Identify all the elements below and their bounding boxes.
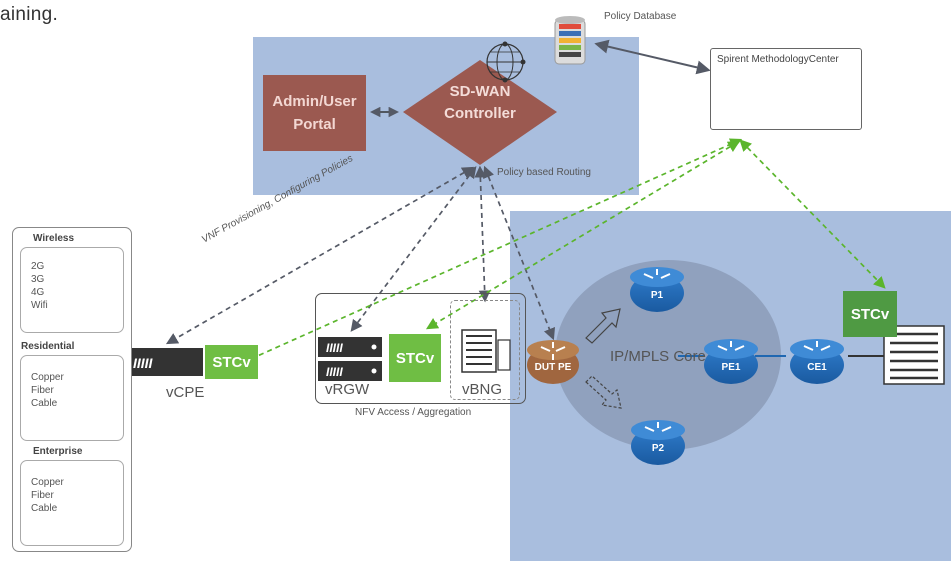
portal-line2: Portal [293,116,336,133]
sdwan-controller-label: SD-WAN Controller [418,81,542,125]
dut-pe-router-icon [527,340,579,384]
globe-icon [486,41,526,83]
vcpe-device-icon: IIIII [125,348,203,376]
vbng-rack-icon [461,329,511,373]
intro-text: aining. [0,4,59,25]
controller-line1: SD-WAN [449,83,511,100]
vbng-box [450,300,520,400]
residential-item: Fiber [31,385,54,396]
svg-text:IIIII: IIIII [326,341,343,355]
svg-text:IIIII: IIIII [133,355,154,371]
enterprise-box: Copper Fiber Cable [20,460,124,546]
vrgw-label: vRGW [325,381,370,398]
svg-text:IIIII: IIIII [326,365,343,379]
policy-routing-label: Policy based Routing [497,167,591,178]
database-icon [554,16,586,65]
enterprise-list: Copper Fiber Cable [31,476,64,515]
access-network-box: Wireless 2G 3G 4G Wifi Residential Coppe… [12,227,132,552]
vcpe-label: vCPE [166,384,205,401]
portal-line1: Admin/User [272,93,357,110]
enterprise-item: Copper [31,477,64,488]
core-down-arrow-icon [585,375,622,409]
enterprise-item: Fiber [31,490,54,501]
nfv-access-box [315,293,526,404]
ce1-router-icon [790,339,844,384]
db-smc-arrow [594,39,711,75]
wireless-item: 4G [31,287,45,298]
p1-label: P1 [650,290,664,301]
wireless-list: 2G 3G 4G Wifi [31,260,48,312]
nfv-caption: NFV Access / Aggregation [355,407,472,418]
ctrl-vbng-arrow [474,165,491,303]
smc-core-stc-arrow [739,139,886,289]
wireless-title: Wireless [33,233,75,244]
residential-title: Residential [21,341,75,352]
core-up-arrow-icon [585,308,621,344]
pe1-label: PE1 [721,362,741,373]
enterprise-item: Cable [31,503,58,514]
dut-pe-label: DUT PE [534,362,572,373]
controller-diamond [403,60,557,165]
policy-database-label: Policy Database [604,11,677,22]
admin-user-portal: Admin/User Portal [263,75,366,151]
methodology-center-box: Spirent MethodologyCenter [710,48,862,130]
nfv-stcv-box: STCv [389,334,441,382]
wireless-item: 2G [31,261,45,272]
core-title: IP/MPLS Core [610,348,706,365]
pe1-router-icon [704,339,758,384]
core-stcv-box: STCv [843,291,897,337]
enterprise-title: Enterprise [33,446,83,457]
vbng-label: vBNG [462,381,503,398]
smc-nfv-arrow [425,140,741,330]
residential-list: Copper Fiber Cable [31,371,64,410]
controller-line2: Controller [444,105,516,122]
residential-item: Copper [31,372,64,383]
p2-label: P2 [651,443,665,454]
vrgw-server-icon: IIIII IIIII [318,337,382,381]
wireless-box: 2G 3G 4G Wifi [20,247,124,333]
wireless-item: 3G [31,274,45,285]
residential-box: Copper Fiber Cable [20,355,124,441]
p1-router-icon [630,267,684,312]
p2-router-icon [631,420,685,465]
wireless-item: Wifi [31,300,48,311]
methodology-center-label: Spirent MethodologyCenter [717,54,839,65]
ce1-label: CE1 [807,362,827,373]
residential-item: Cable [31,398,58,409]
vcpe-stcv-box: STCv [205,345,258,379]
